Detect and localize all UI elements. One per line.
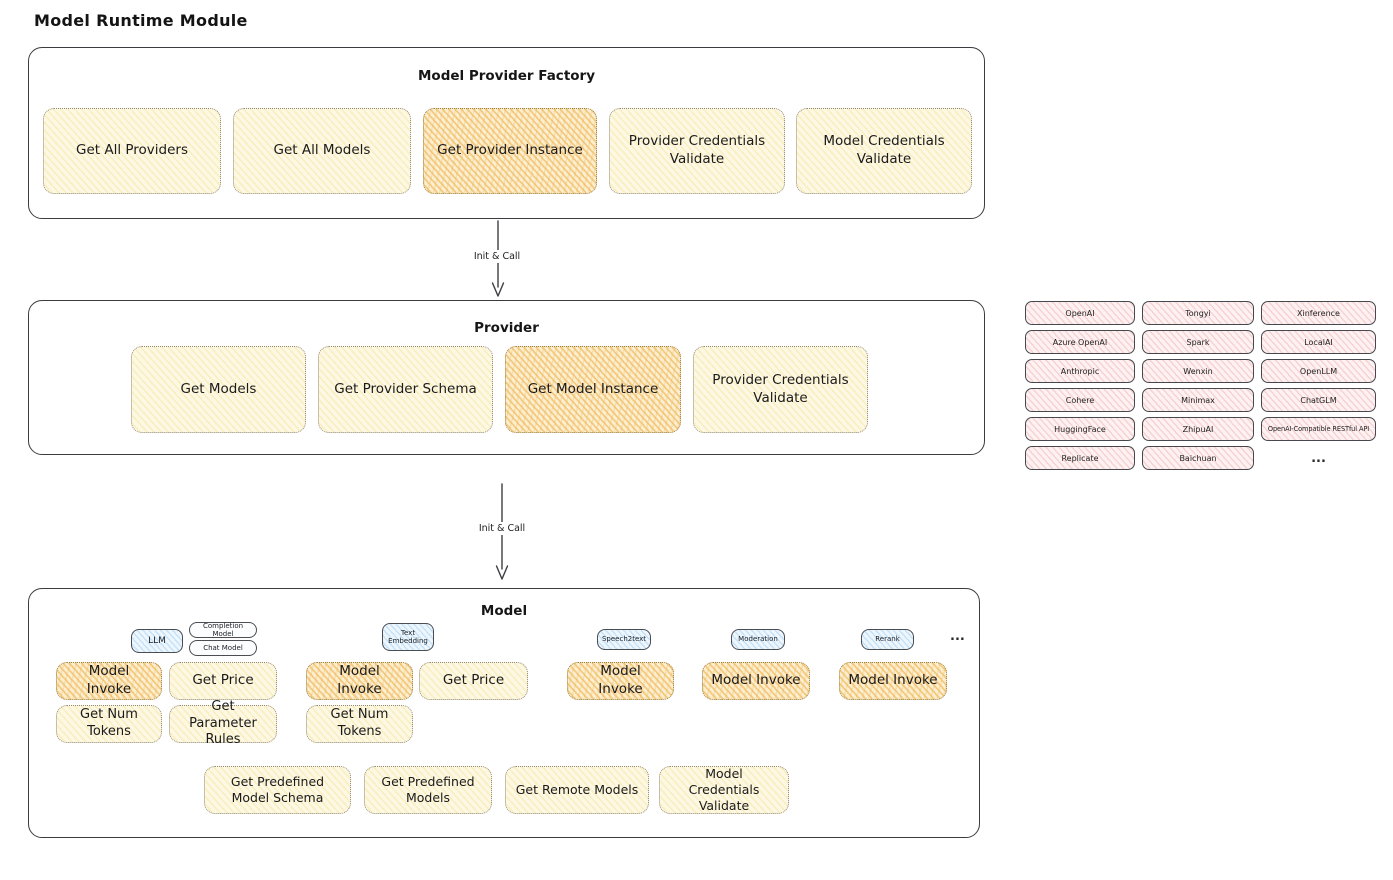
provider-cell-spark: Spark	[1142, 330, 1254, 354]
node-get-all-models: Get All Models	[233, 108, 411, 194]
node-provider-credentials-validate: Provider Credentials Validate	[609, 108, 785, 194]
provider-cell-openai-compatible-restful-api: OpenAI-Compatible RESTful API	[1261, 417, 1376, 441]
provider-panel: Provider Get Models Get Provider Schema …	[28, 300, 985, 455]
node-get-model-instance: Get Model Instance	[505, 346, 681, 433]
node-llm-model-invoke: Model Invoke	[56, 662, 162, 700]
provider-cell-minimax: Minimax	[1142, 388, 1254, 412]
factory-panel: Model Provider Factory Get All Providers…	[28, 47, 985, 219]
node-get-provider-schema: Get Provider Schema	[318, 346, 493, 433]
tag-moderation: Moderation	[731, 629, 785, 650]
provider-cell-localai: LocalAI	[1261, 330, 1376, 354]
tag-speech2text: Speech2text	[597, 629, 651, 650]
provider-cell-wenxin: Wenxin	[1142, 359, 1254, 383]
providers-grid: OpenAI Tongyi Xinference Azure OpenAI Sp…	[1025, 301, 1376, 470]
node-model-credentials-validate: Model Credentials Validate	[796, 108, 972, 194]
provider-cell-anthropic: Anthropic	[1025, 359, 1135, 383]
tag-llm: LLM	[131, 629, 183, 653]
node-llm-get-num-tokens: Get Num Tokens	[56, 705, 162, 743]
node-get-all-providers: Get All Providers	[43, 108, 221, 194]
node-provider-credentials-validate-2: Provider Credentials Validate	[693, 346, 868, 433]
node-model-credentials-validate-2: Model Credentials Validate	[659, 766, 789, 814]
tag-rerank: Rerank	[861, 629, 914, 650]
node-get-models: Get Models	[131, 346, 306, 433]
node-get-remote-models: Get Remote Models	[505, 766, 649, 814]
node-moderation-model-invoke: Model Invoke	[702, 662, 810, 700]
provider-cell-tongyi: Tongyi	[1142, 301, 1254, 325]
provider-cell-chatglm: ChatGLM	[1261, 388, 1376, 412]
provider-cell-cohere: Cohere	[1025, 388, 1135, 412]
node-get-predefined-models: Get Predefined Models	[364, 766, 492, 814]
node-llm-get-parameter-rules: Get Parameter Rules	[169, 699, 277, 747]
node-embedding-get-price: Get Price	[419, 662, 528, 700]
provider-title: Provider	[474, 320, 539, 336]
node-embedding-get-num-tokens: Get Num Tokens	[306, 705, 413, 743]
node-speech2text-model-invoke: Model Invoke	[567, 662, 674, 700]
page-title: Model Runtime Module	[34, 11, 248, 30]
node-embedding-model-invoke: Model Invoke	[306, 662, 413, 700]
provider-cell-replicate: Replicate	[1025, 446, 1135, 470]
provider-cell-azure-openai: Azure OpenAI	[1025, 330, 1135, 354]
init-call-label-2: Init & Call	[471, 522, 533, 535]
tag-text-embedding: Text Embedding	[382, 623, 434, 651]
init-call-label-1: Init & Call	[466, 250, 528, 263]
provider-cell-openllm: OpenLLM	[1261, 359, 1376, 383]
node-get-provider-instance: Get Provider Instance	[423, 108, 597, 194]
provider-cell-zhipuai: ZhipuAI	[1142, 417, 1254, 441]
provider-cell-xinference: Xinference	[1261, 301, 1376, 325]
provider-cell-huggingface: HuggingFace	[1025, 417, 1135, 441]
factory-title: Model Provider Factory	[417, 68, 596, 84]
tag-chat-model: Chat Model	[189, 640, 257, 656]
node-get-predefined-model-schema: Get Predefined Model Schema	[204, 766, 351, 814]
tag-completion-model: Completion Model	[189, 622, 257, 638]
node-llm-get-price: Get Price	[169, 662, 277, 700]
provider-cell-baichuan: Baichuan	[1142, 446, 1254, 470]
model-panel: Model LLM Completion Model Chat Model Te…	[28, 588, 980, 838]
providers-ellipsis: ...	[1311, 450, 1326, 466]
model-tags-ellipsis: ...	[950, 629, 965, 644]
model-title: Model	[480, 603, 528, 619]
provider-cell-openai: OpenAI	[1025, 301, 1135, 325]
node-rerank-model-invoke: Model Invoke	[839, 662, 947, 700]
